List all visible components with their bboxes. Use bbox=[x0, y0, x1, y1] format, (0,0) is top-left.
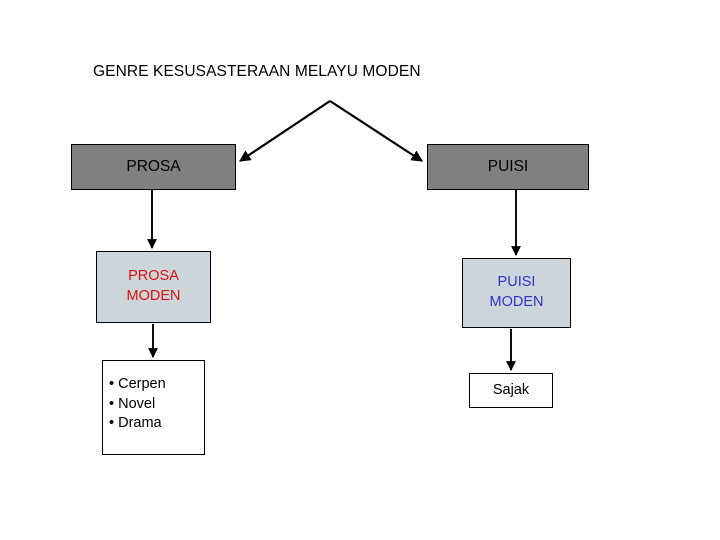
node-prosa-items-label: • Cerpen • Novel • Drama bbox=[109, 376, 166, 432]
diagram-title: GENRE KESUSASTERAAN MELAYU MODEN bbox=[93, 63, 421, 80]
node-sajak[interactable]: Sajak bbox=[469, 373, 553, 408]
node-puisi-moden-label: PUISI MODEN bbox=[489, 274, 544, 310]
node-sajak-label: Sajak bbox=[492, 382, 530, 399]
node-prosa-items[interactable]: • Cerpen • Novel • Drama bbox=[102, 360, 205, 455]
connector-title-to-prosa bbox=[239, 100, 331, 162]
node-prosa-moden-label: PROSA MODEN bbox=[126, 268, 181, 304]
node-prosa-label: PROSA bbox=[126, 158, 181, 176]
node-puisi-label: PUISI bbox=[487, 158, 529, 176]
node-puisi-moden[interactable]: PUISI MODEN bbox=[462, 258, 571, 328]
node-puisi[interactable]: PUISI bbox=[427, 144, 589, 190]
node-prosa-moden[interactable]: PROSA MODEN bbox=[96, 251, 211, 323]
connector-title-to-puisi bbox=[329, 100, 423, 162]
node-prosa[interactable]: PROSA bbox=[71, 144, 236, 190]
